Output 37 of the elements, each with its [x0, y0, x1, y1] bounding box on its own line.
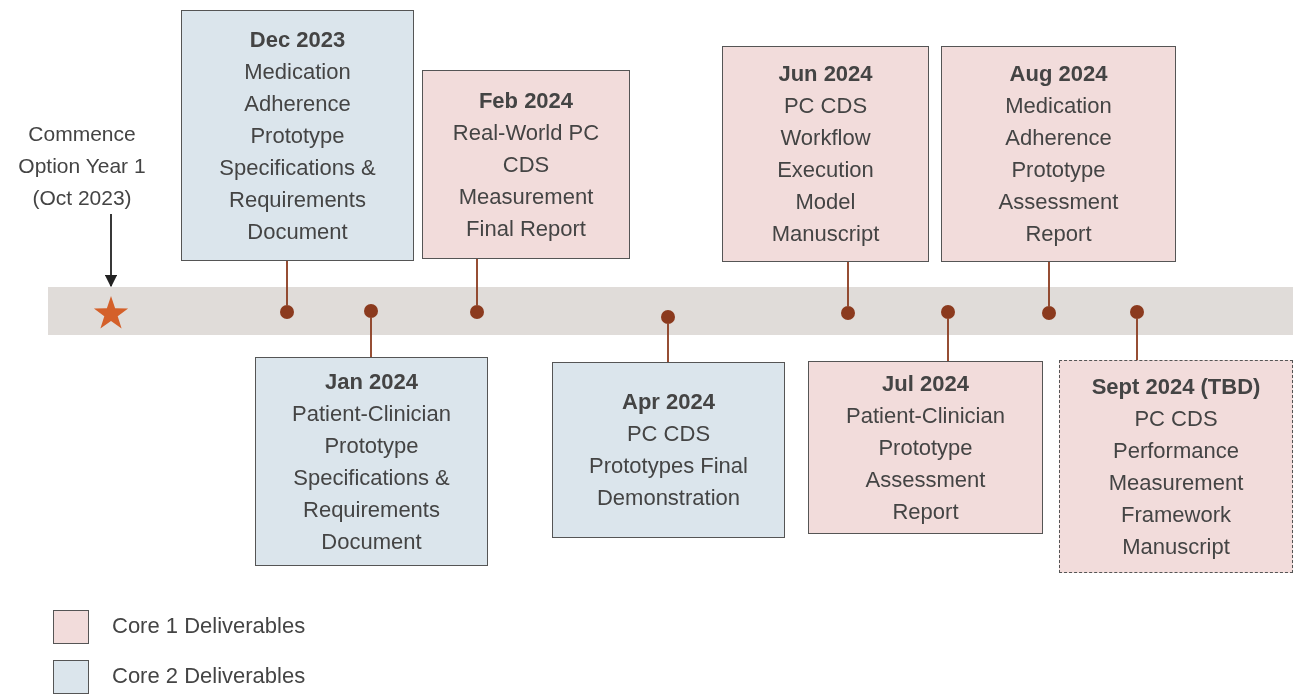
- deliverable-box: [422, 70, 630, 259]
- star-icon: [92, 294, 130, 332]
- legend-label: Core 2 Deliverables: [112, 663, 306, 689]
- date-heading: Jul 2024: [882, 369, 969, 398]
- leader-line: [947, 318, 949, 362]
- date-heading: Jan 2024: [325, 367, 418, 396]
- deliverable-text: Medication Adherence Prototype Specifications & Requirements Document: [218, 57, 377, 246]
- leader-line: [1136, 318, 1138, 361]
- arrow: [104, 213, 118, 288]
- leader-line: [667, 323, 669, 363]
- leader-line: [847, 261, 849, 307]
- deliverable-text: PC CDS Prototypes Final Demonstration: [588, 420, 749, 512]
- deliverable-text: Medication Adherence Prototype Assessment Report: [997, 92, 1120, 248]
- milestone-note: Commence Option Year 1 (Oct 2023): [2, 118, 162, 214]
- leader-line: [286, 260, 288, 306]
- deliverable-text: PC CDS Performance Measurement Framework Manuscript: [1107, 404, 1245, 561]
- deliverable-box: [808, 361, 1043, 534]
- date-heading: Dec 2023: [249, 25, 346, 54]
- date-heading: Sept 2024 (TBD): [1091, 372, 1261, 401]
- date-heading: Apr 2024: [622, 388, 715, 416]
- leader-line: [370, 317, 372, 358]
- leader-line: [476, 258, 478, 306]
- deliverable-box: [255, 357, 488, 566]
- date-heading: Jun 2024: [778, 60, 873, 88]
- leader-line: [1048, 261, 1050, 307]
- deliverable-text: Patient-Clinician Prototype Specifications & Requirements Document: [291, 399, 452, 556]
- deliverable-box: [552, 362, 785, 538]
- legend-label: Core 1 Deliverables: [112, 613, 306, 639]
- deliverable-text: Patient-Clinician Prototype Assessment Report: [845, 401, 1006, 526]
- deliverable-box: [941, 46, 1176, 262]
- deliverable-box: [181, 10, 414, 261]
- deliverable-text: Real-World PC CDS Measurement Final Report: [451, 118, 601, 243]
- date-heading: Aug 2024: [1009, 60, 1108, 88]
- deliverable-text: PC CDS Workflow Execution Model Manuscript: [770, 92, 881, 248]
- deliverable-box: [1059, 360, 1293, 573]
- date-heading: Feb 2024: [478, 86, 574, 115]
- deliverable-box: [722, 46, 929, 262]
